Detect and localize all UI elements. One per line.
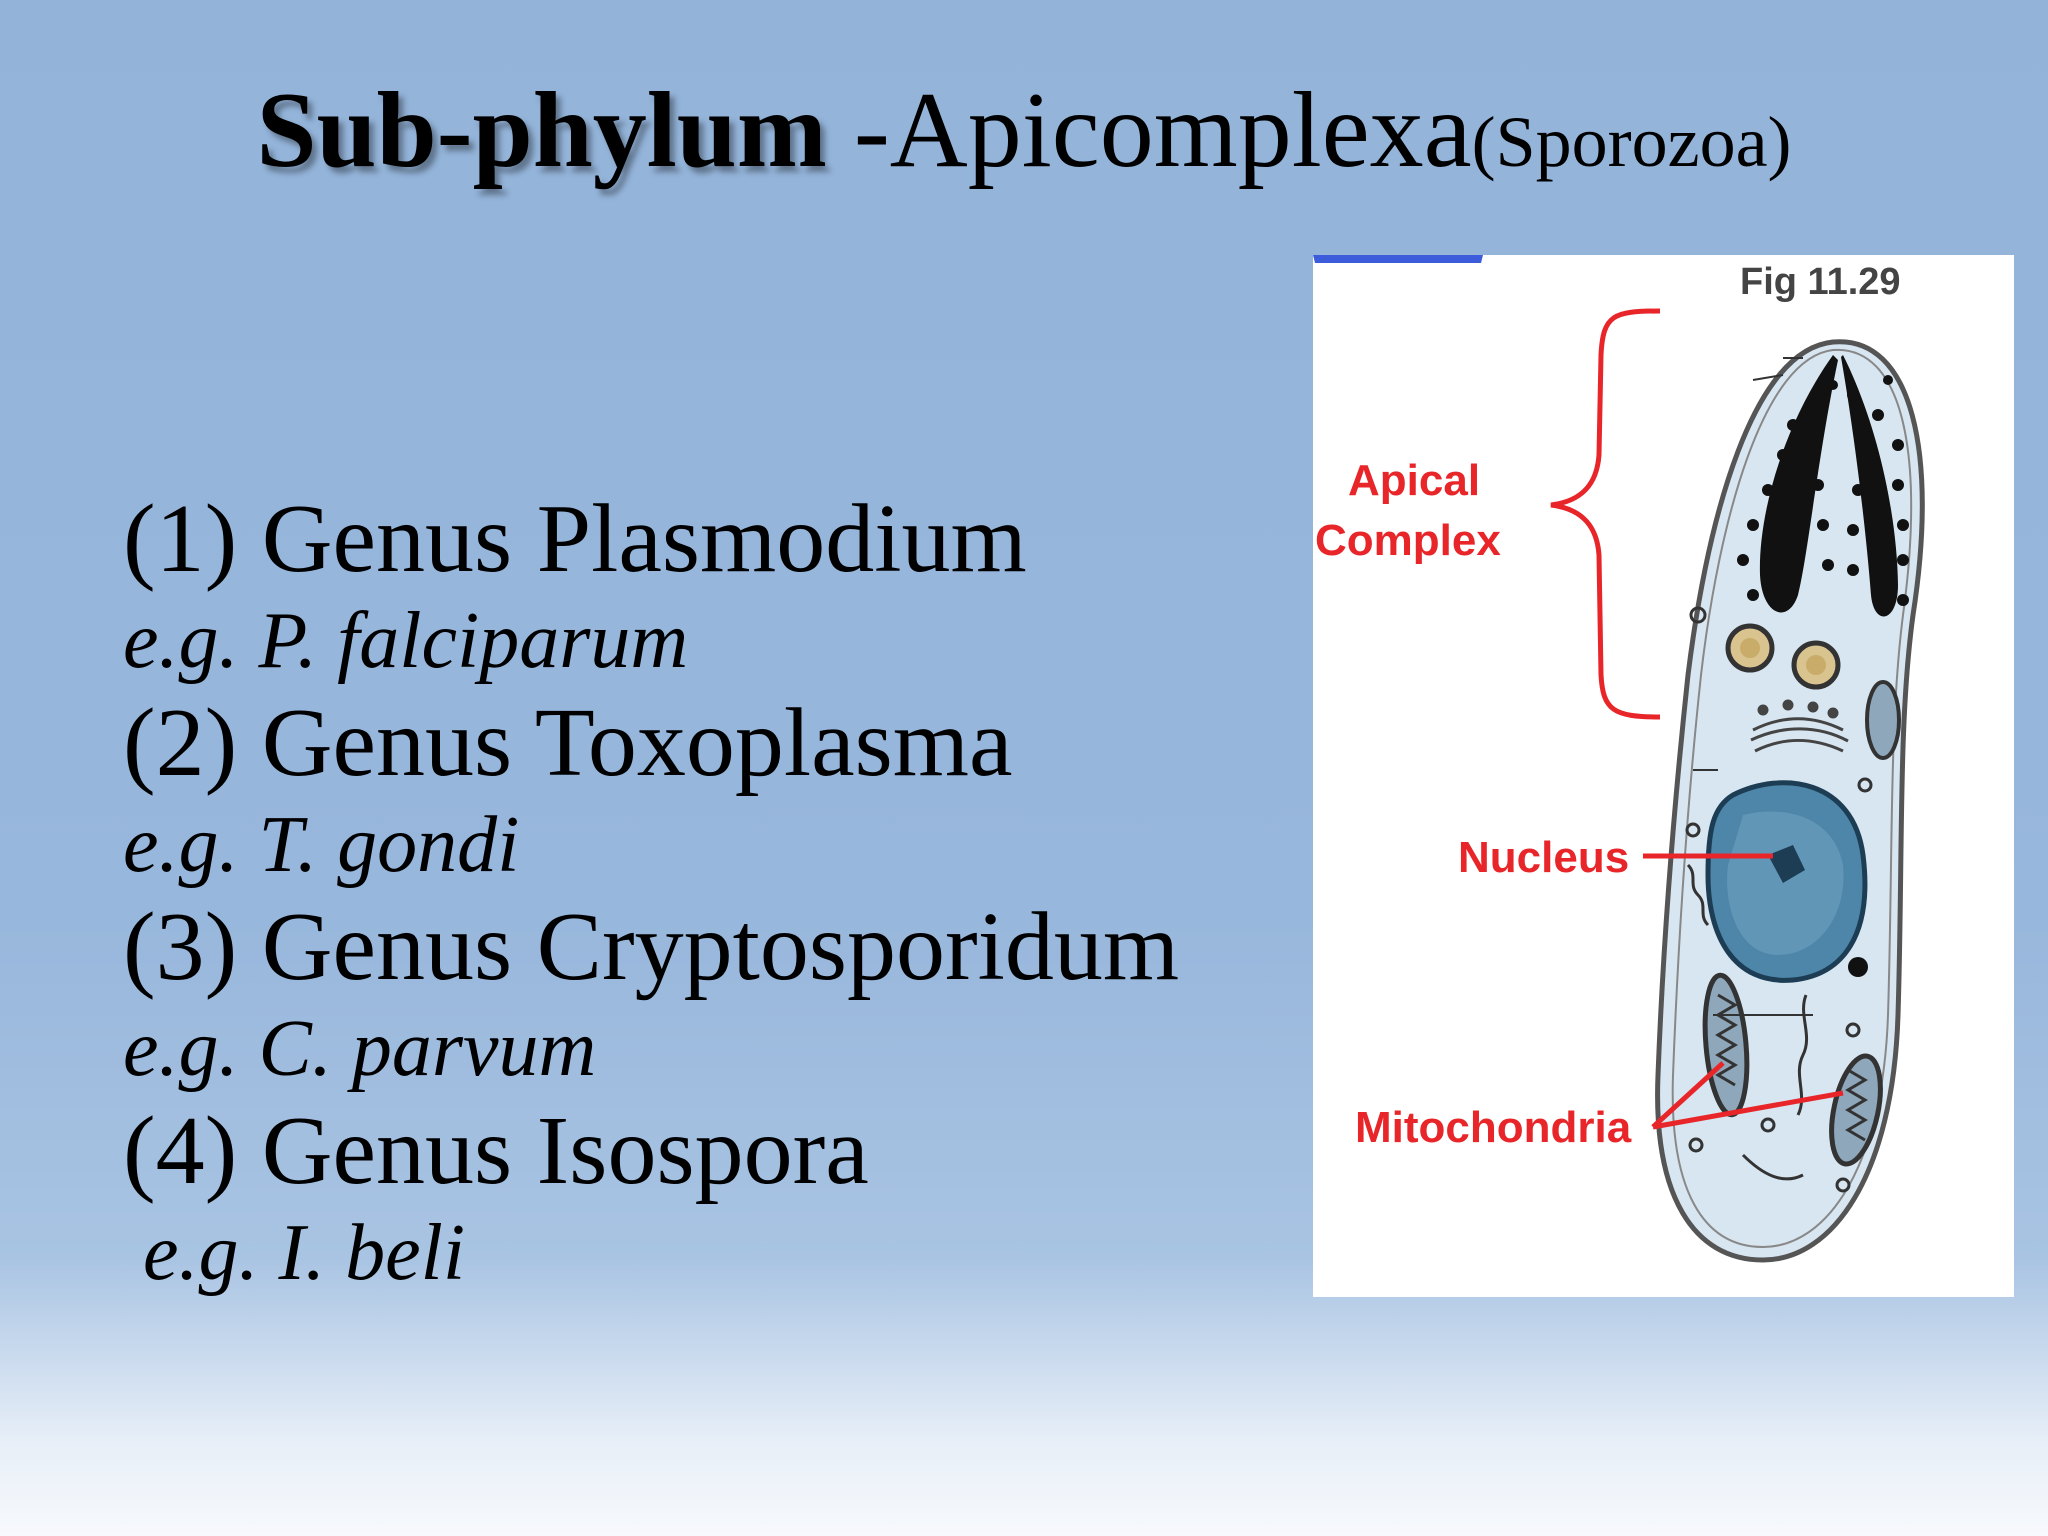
apical-label-line1: Apical <box>1348 456 1480 505</box>
slide-title: Sub-phylum -Apicomplexa(Sporozoa) <box>0 71 2048 191</box>
dense-granules <box>1725 623 1841 690</box>
genus-list: (1) Genus Plasmodium e.g. P. falciparum … <box>123 488 1263 1304</box>
apical-label-line2: Complex <box>1315 516 1501 565</box>
title-alt-name: (Sporozoa) <box>1471 102 1792 182</box>
genus-item: (3) Genus Cryptosporidum <box>123 893 1180 1001</box>
genus-item: (2) Genus Toxoplasma <box>123 689 1013 797</box>
rhoptries <box>1759 355 1898 617</box>
cropped-heading-fragment <box>1313 255 1483 263</box>
genus-example: e.g. C. parvum <box>123 1005 597 1093</box>
genus-example: e.g. P. falciparum <box>123 597 689 685</box>
micronemes <box>1737 375 1909 606</box>
title-main: Sub-phylum <box>256 71 827 190</box>
figure-number: Fig 11.29 <box>1740 261 1901 303</box>
cell-diagram: Fig 11.29 <box>1313 255 1925 1263</box>
apicomplexa-figure: Fig 11.29 <box>1313 255 2014 1297</box>
title-dash-name: -Apicomplexa <box>826 71 1472 190</box>
mitochondria <box>1702 680 1901 1167</box>
dark-granule <box>1848 957 1868 977</box>
golgi-apparatus <box>1750 699 1849 753</box>
genus-item: (1) Genus Plasmodium <box>123 485 1027 593</box>
nucleus-label: Nucleus <box>1458 833 1629 882</box>
genus-item: (4) Genus Isospora <box>123 1097 869 1205</box>
apical-complex-brace <box>1550 308 1661 720</box>
nucleus <box>1705 780 1868 983</box>
endoplasmic-reticulum <box>1686 863 1808 1181</box>
pointer-lines <box>1693 357 1813 1016</box>
genus-example: e.g. T. gondi <box>123 801 520 889</box>
vesicles <box>1685 606 1873 1193</box>
genus-example: e.g. I. beli <box>143 1209 466 1297</box>
mitochondria-label: Mitochondria <box>1355 1103 1632 1152</box>
mitochondria-pointers <box>1651 1061 1844 1130</box>
